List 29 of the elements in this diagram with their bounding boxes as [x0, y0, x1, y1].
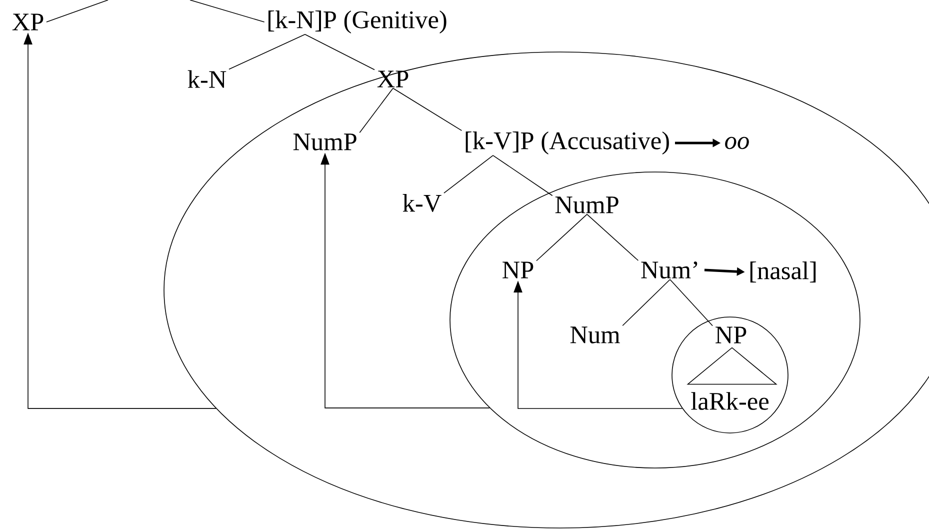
branch-line [670, 279, 713, 326]
tree-label: NumP [555, 196, 618, 214]
branch-line [392, 88, 462, 131]
tree-label: [k-N]P (Genitive) [268, 10, 446, 34]
tree-label: NumP [293, 134, 356, 150]
tree-label: Num [570, 326, 620, 344]
branch-line [359, 88, 394, 134]
tree-label: k-N [188, 70, 226, 88]
tree-label: NP [716, 326, 746, 344]
tree-label: [k-V]P (Accusative) [466, 132, 669, 154]
tree-label: NP [502, 262, 534, 278]
branch-line [444, 155, 494, 194]
tree-label: XP [377, 70, 408, 88]
branch-line [46, 0, 108, 22]
tree-label: oo [725, 136, 749, 150]
tree-label: [nasal] [750, 262, 816, 282]
tree-label: XP [12, 14, 44, 30]
branch-line [586, 214, 639, 261]
branch-line [304, 34, 375, 70]
tree-label: Num’ [641, 261, 698, 279]
branch-line [622, 279, 670, 326]
branch-line [190, 0, 265, 22]
branch-line [492, 155, 553, 196]
domain-ellipse [450, 172, 860, 468]
tree-label: laRk-ee [691, 392, 769, 410]
tree-label: k-V [402, 194, 442, 212]
domain-circle [672, 316, 788, 434]
branch-line [228, 34, 306, 70]
branch-line [536, 214, 588, 262]
